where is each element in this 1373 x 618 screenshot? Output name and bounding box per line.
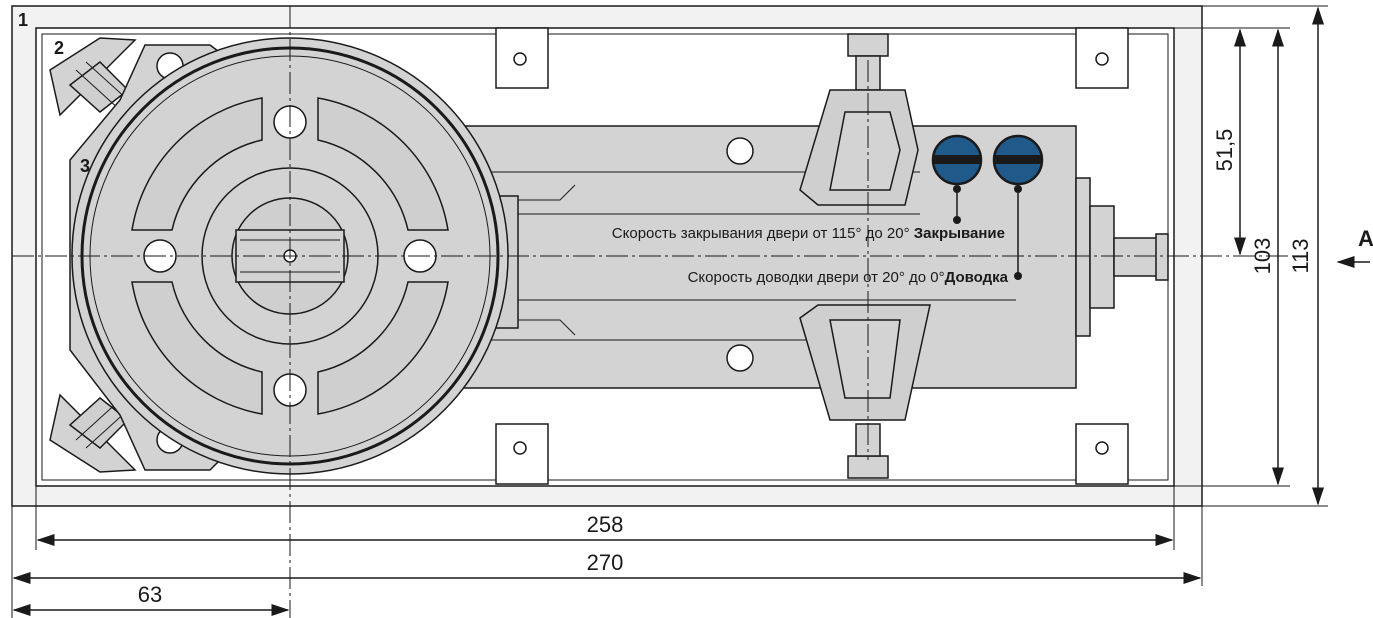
- dimension-51-5-label: 51,5: [1212, 129, 1237, 172]
- dimension-113-label: 113: [1288, 238, 1313, 273]
- latch-speed-note: Скорость доводки двери от 20° до 0°Довод…: [688, 269, 1009, 286]
- dimension-51-5: 51,5: [1174, 27, 1290, 256]
- mounting-brackets: [495, 27, 1129, 485]
- dimension-63-label: 63: [138, 582, 162, 607]
- dimension-113: 113: [1202, 5, 1328, 507]
- dimension-270-label: 270: [587, 550, 624, 575]
- roller-arms: [799, 33, 931, 479]
- dimension-103-label: 103: [1250, 238, 1275, 275]
- hydraulic-body: [439, 125, 1169, 389]
- callout-2: 2: [54, 38, 64, 58]
- dimension-258: 258: [35, 486, 1175, 550]
- view-arrow-a: A: [1336, 226, 1373, 268]
- callout-1: 1: [18, 10, 28, 30]
- center-lines: [12, 6, 1300, 618]
- latch-speed-valve-icon: [992, 134, 1044, 280]
- closing-speed-note: Скорость закрывания двери от 115° до 20°…: [612, 225, 1005, 242]
- dimension-258-label: 258: [587, 512, 624, 537]
- closing-speed-valve-icon: [931, 134, 983, 224]
- dimension-63: 63: [12, 582, 290, 616]
- callout-3: 3: [80, 156, 90, 176]
- view-a-label: A: [1358, 226, 1373, 251]
- corner-screw-top: [49, 37, 137, 117]
- dimension-103: 103: [1174, 28, 1290, 487]
- dimension-270: 270: [11, 6, 1203, 618]
